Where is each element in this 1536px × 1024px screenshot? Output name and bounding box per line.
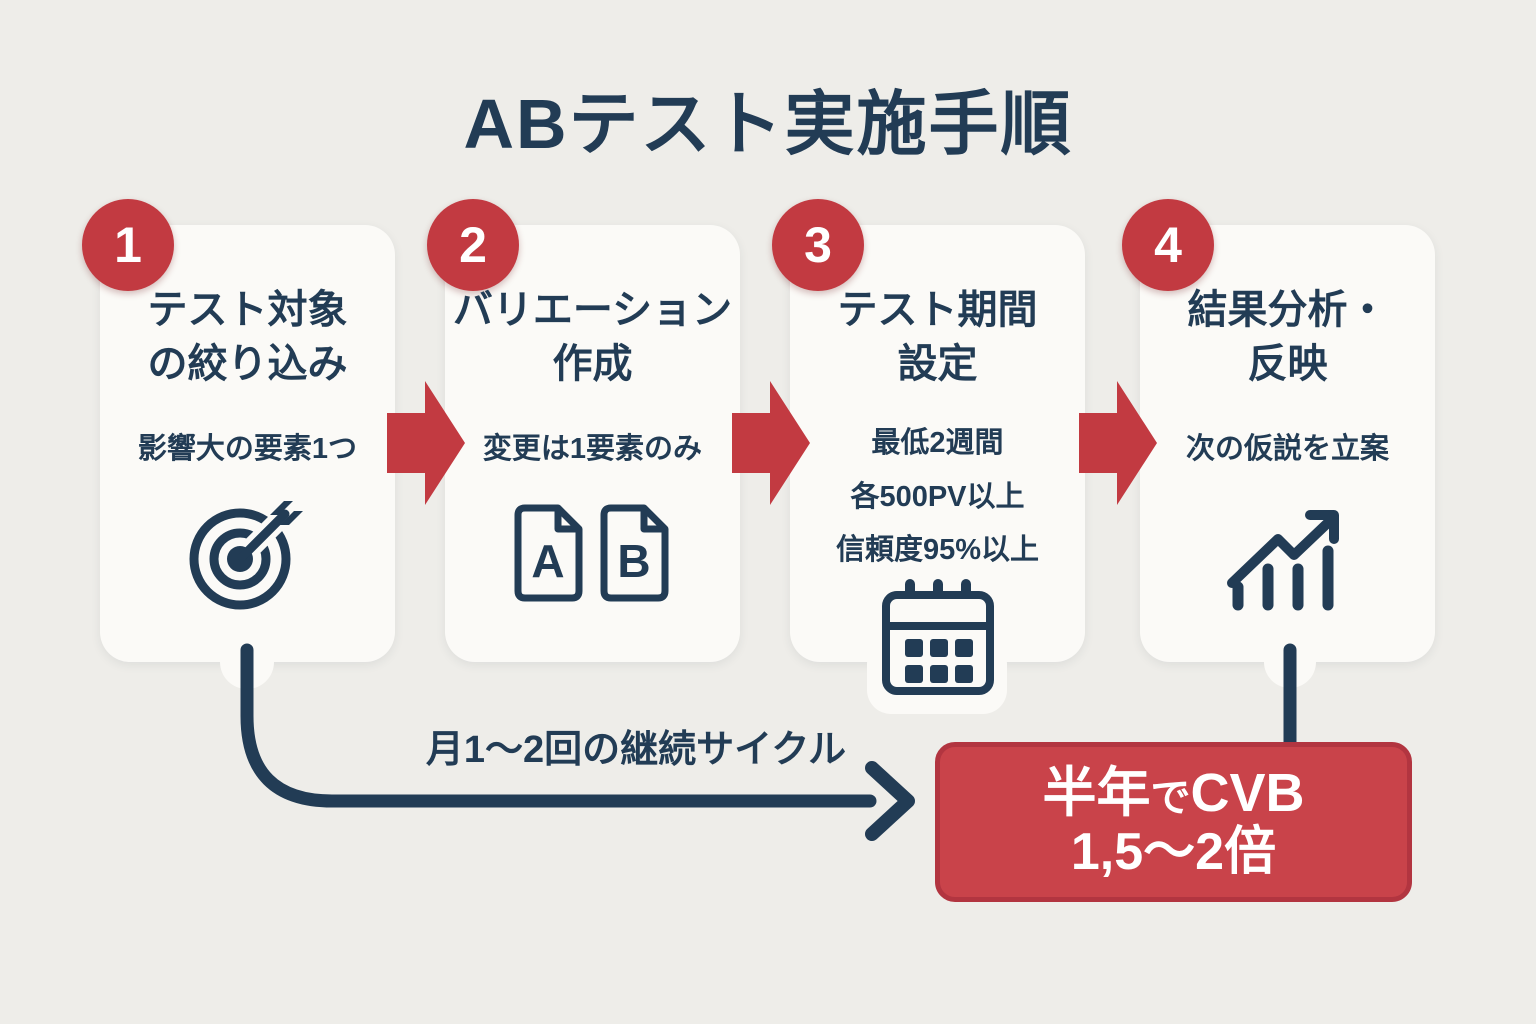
step-card-4: 4 結果分析・ 反映 次の仮説を立案: [1122, 199, 1435, 662]
step-2-note: 変更は1要素のみ: [482, 433, 703, 465]
step-2-number-badge: 2: [427, 199, 519, 291]
step-1-number: 1: [114, 217, 142, 273]
step-1-title: テスト対象 の絞り込み: [100, 283, 395, 391]
growth-chart-icon: [1140, 495, 1435, 615]
step-card-2: 2 バリエーション 作成 変更は1要素のみ A B: [427, 199, 740, 662]
step-1-title-line2: の絞り込み: [147, 342, 348, 386]
step-arrow-3-4-icon: [1079, 381, 1157, 505]
step-1-number-badge: 1: [82, 199, 174, 291]
calendar-icon: [790, 579, 1085, 699]
page-title: ABテスト実施手順: [463, 85, 1073, 163]
step-4-title-line1: 結果分析・: [1187, 288, 1388, 332]
step-card-3: 3 テスト期間 設定 最低2週間 各500PV以上 信頼度95%以上: [772, 199, 1085, 695]
cycle-label: 月1〜2回の継続サイクル: [425, 729, 847, 771]
document-b-icon: B: [600, 504, 668, 602]
document-a-icon: A: [514, 504, 582, 602]
step-3-title: テスト期間 設定: [790, 283, 1085, 391]
step-3-notes: 最低2週間 各500PV以上 信頼度95%以上: [790, 417, 1085, 578]
step-2-title: バリエーション 作成: [445, 283, 740, 391]
svg-text:A: A: [531, 535, 564, 587]
result-line1-prefix: 半年: [1042, 762, 1151, 823]
result-box: 半年でCVB 1,5〜2倍: [935, 742, 1412, 902]
step-3-note-3: 信頼度95%以上: [835, 534, 1040, 567]
step-3-note-2: 各500PV以上: [850, 480, 1025, 513]
step-3-title-line1: テスト期間: [837, 288, 1038, 332]
step-arrow-1-2-icon: [387, 381, 465, 505]
step-3-note-1: 最低2週間: [871, 427, 1004, 459]
step-3-title-line2: 設定: [897, 342, 978, 386]
step-2-number: 2: [459, 217, 487, 273]
step-1-title-line1: テスト対象: [147, 288, 348, 332]
target-icon: [100, 493, 395, 617]
result-line1-suffix: CVB: [1190, 762, 1305, 823]
step-card-1: 1 テスト対象 の絞り込み 影響大の要素1つ: [82, 199, 395, 662]
step-4-title-line2: 反映: [1247, 342, 1328, 386]
step-3-number-badge: 3: [772, 199, 864, 291]
result-line-1: 半年でCVB: [1042, 763, 1304, 823]
result-line1-particle: で: [1150, 775, 1191, 820]
step-4-number: 4: [1154, 217, 1182, 273]
step-4-title: 結果分析・ 反映: [1140, 283, 1435, 391]
step-4-number-badge: 4: [1122, 199, 1214, 291]
step-3-number: 3: [804, 217, 832, 273]
svg-text:B: B: [617, 535, 650, 587]
step-arrow-2-3-icon: [732, 381, 810, 505]
result-line-2: 1,5〜2倍: [1070, 823, 1277, 882]
step-2-title-line2: 作成: [552, 342, 633, 386]
cycle-arrow-head-icon: [865, 761, 915, 841]
ab-documents-icon: A B: [445, 503, 740, 603]
step-1-note: 影響大の要素1つ: [137, 433, 358, 465]
step-2-title-line1: バリエーション: [452, 288, 733, 332]
step-4-note: 次の仮説を立案: [1185, 433, 1389, 465]
